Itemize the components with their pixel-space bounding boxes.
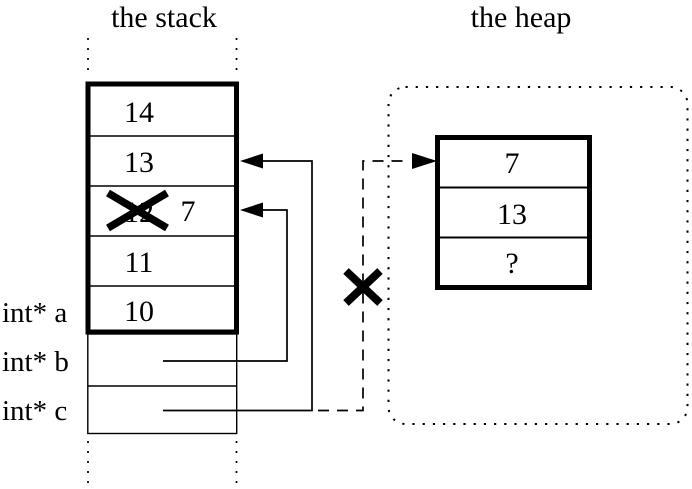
pointer-label-a: int* a: [2, 297, 67, 329]
stack-value-crossout-icon: [106, 189, 169, 232]
pointer-c-line: [163, 160, 313, 412]
dangling-pointer-arrowhead-icon: [412, 153, 437, 169]
stack-frame-box: [85, 81, 239, 335]
stack-cell-value-12-new: 7: [181, 195, 196, 228]
stack-cell-value-10: 10: [124, 295, 154, 328]
stack-title: the stack: [111, 1, 217, 34]
pointer-label-b: int* b: [2, 346, 69, 378]
pointer-b-arrowhead-icon: [240, 202, 263, 218]
pointer-b-line: [163, 209, 288, 362]
heap-title: the heap: [471, 1, 572, 34]
stack-pointer-rows-box: [87, 333, 238, 435]
dangling-pointer-crossout-icon: [343, 268, 383, 306]
heap-cell-value-0: 7: [505, 147, 520, 180]
heap-cell-value-2: ?: [505, 247, 518, 280]
pointer-c-arrowhead-icon: [240, 153, 263, 169]
stack-cell-value-13: 13: [124, 146, 154, 179]
dangling-pointer-dashed-line: [318, 160, 410, 412]
stack-cell-value-14: 14: [124, 96, 154, 129]
pointer-label-c: int* c: [2, 395, 67, 427]
stack-cell-value-11: 11: [125, 246, 154, 279]
heap-block-box: [435, 135, 592, 290]
heap-cell-value-1: 13: [497, 198, 527, 231]
